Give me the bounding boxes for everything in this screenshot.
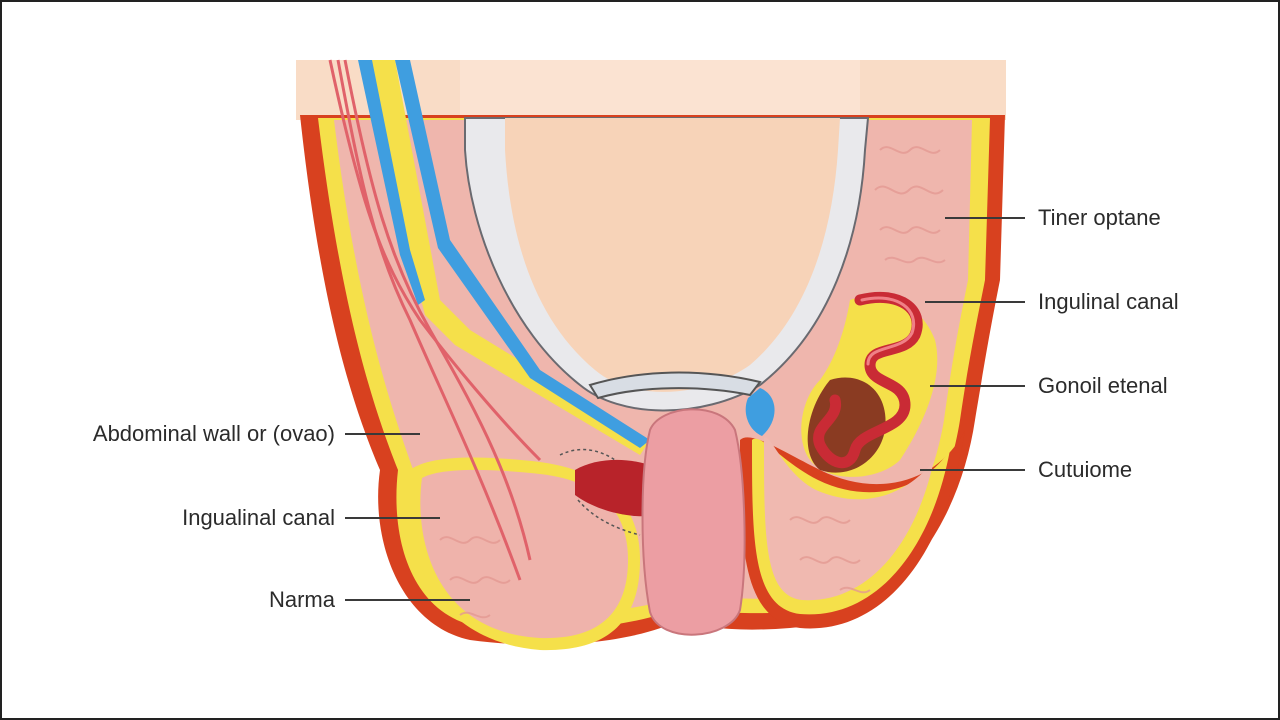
blue-drop xyxy=(745,388,775,436)
left-yellow-band xyxy=(360,60,650,455)
central-organ-body xyxy=(505,118,840,392)
dark-red-cavity xyxy=(575,459,660,517)
coiled-red-vessel xyxy=(813,291,923,468)
label-inguinal-canal-left: Ingualinal canal xyxy=(182,505,335,530)
blue-vessel-mid xyxy=(395,60,650,448)
label-narma: Narma xyxy=(268,587,335,612)
label-cutuiome: Cutuiome xyxy=(1038,457,1133,482)
tissue-texture xyxy=(439,146,946,619)
upper-skin-highlight xyxy=(460,60,860,118)
left-sac-inner xyxy=(420,469,628,639)
label-inguinal-canal-right: Ingulinal canal xyxy=(1038,289,1179,314)
red-vessels xyxy=(328,59,542,581)
right-sac-inner xyxy=(764,437,934,601)
central-organ-floor xyxy=(588,371,762,400)
leader-lines xyxy=(345,217,1025,601)
dashed-seam xyxy=(559,448,641,536)
coil-highlight xyxy=(860,296,916,366)
label-tiner-optane: Tiner optane xyxy=(1038,205,1161,230)
label-gonoil-etenal: Gonoil etenal xyxy=(1038,373,1168,398)
label-abdominal-wall: Abdominal wall or (ovao) xyxy=(92,421,335,446)
central-pink-organ xyxy=(641,408,746,636)
blue-vessel-left xyxy=(358,60,425,305)
